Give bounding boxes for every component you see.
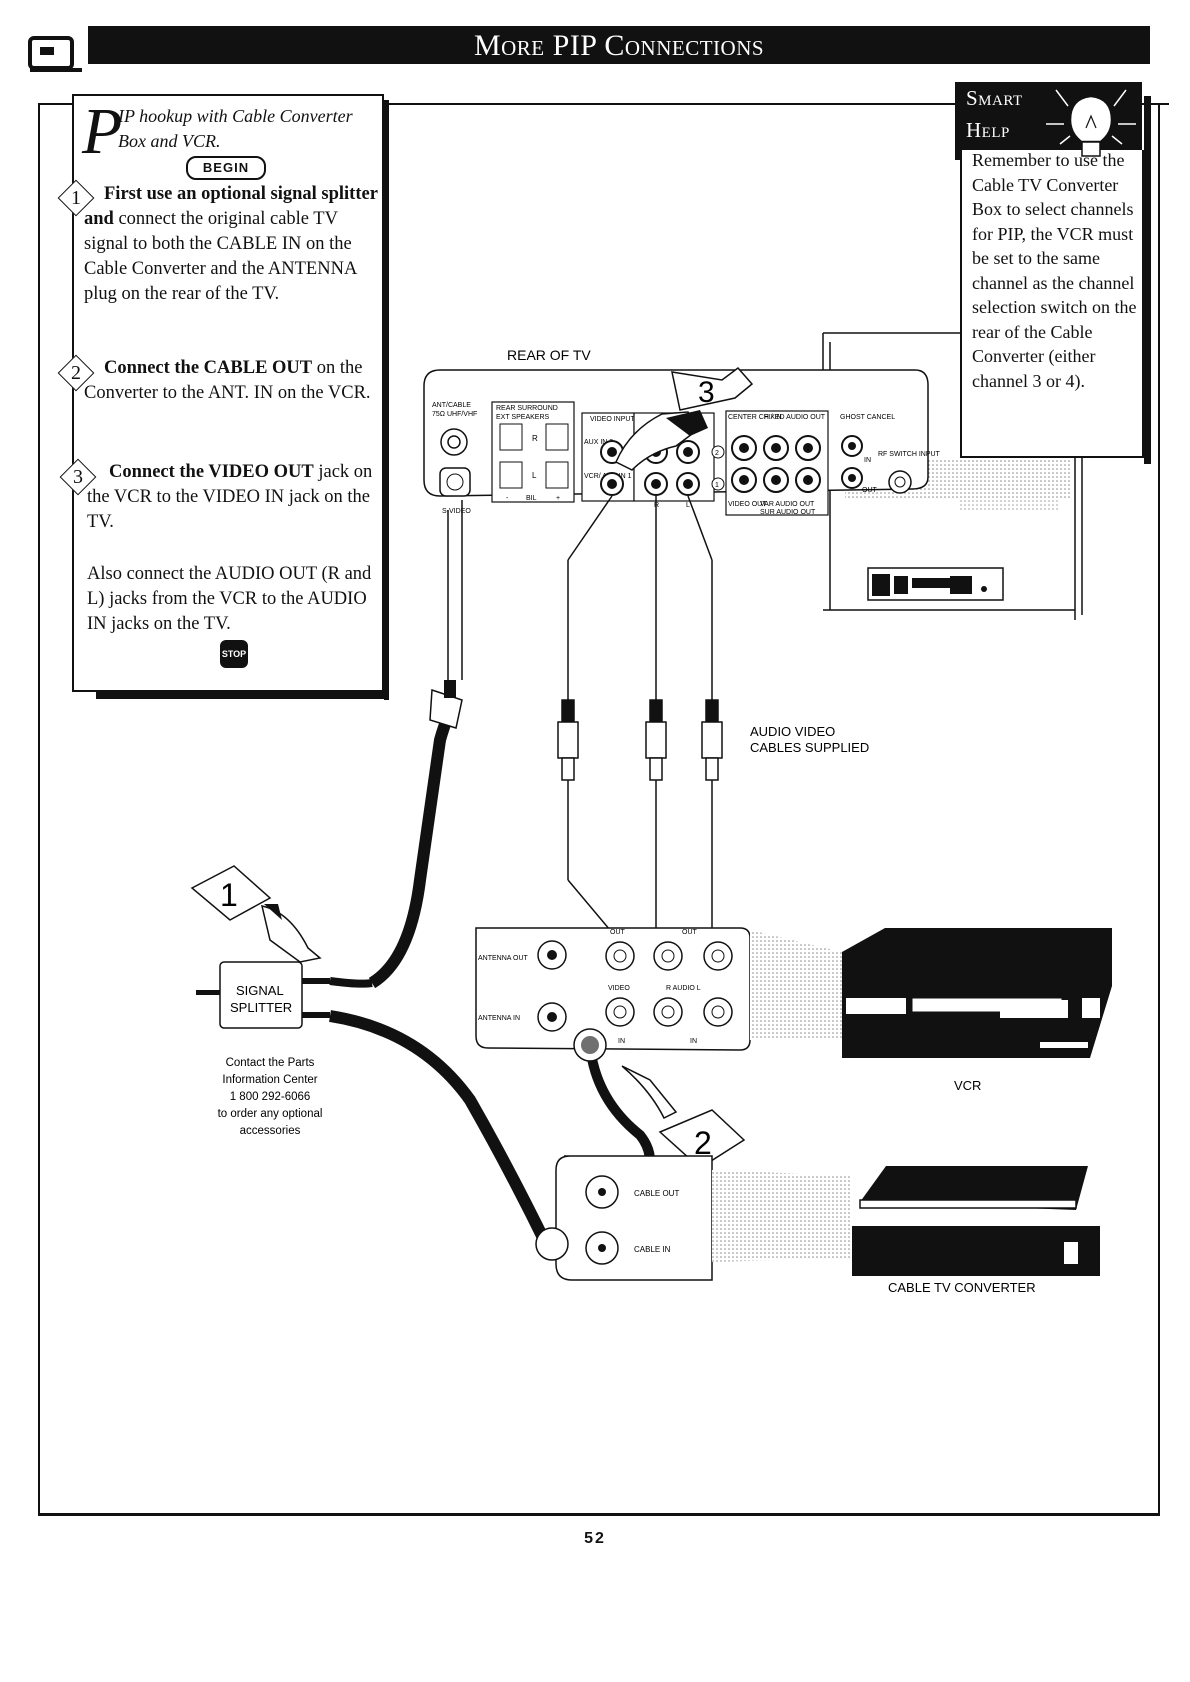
smart-help-text: Remember to use the Cable TV Converter B… (972, 150, 1137, 391)
page-title: More PIP Connections (473, 29, 765, 62)
instructions-shadow-bottom (96, 692, 389, 699)
stop-sign-icon: STOP (220, 640, 248, 668)
smart-help-title-line2: Help (966, 118, 1010, 142)
lightbulb-icon (1046, 89, 1136, 157)
svg-text:GHOST CANCEL: GHOST CANCEL (840, 414, 895, 421)
svg-text:FIXED AUDIO OUT: FIXED AUDIO OUT (764, 414, 826, 421)
svg-text:VIDEO OUT: VIDEO OUT (728, 501, 767, 508)
svg-text:CABLE IN: CABLE IN (634, 1245, 671, 1254)
tv-icon-base (30, 68, 82, 72)
svg-text:CENTER CH / IN: CENTER CH / IN (728, 414, 782, 421)
frame-right-rule (1158, 103, 1160, 1515)
step-1-text: First use an optional signal splitter an… (84, 184, 378, 304)
begin-badge: BEGIN (186, 156, 266, 180)
smart-help-header (955, 82, 1142, 160)
coax-cable-tv (368, 680, 463, 989)
svg-text:Contact the Parts: Contact the Parts (226, 1057, 315, 1069)
vcr-label: VCR (954, 1078, 981, 1093)
smart-help-shadow (1144, 96, 1151, 464)
svg-text:ANTENNA IN: ANTENNA IN (478, 1015, 520, 1022)
callout-2: 2 (621, 1065, 746, 1169)
step-3-number: 3 (73, 466, 83, 488)
svg-text:-: - (506, 495, 509, 502)
callout-1: 1 (190, 865, 322, 963)
cable-converter-illustration (852, 1166, 1100, 1276)
step-3-text: Connect the VIDEO OUT jack on the VCR to… (87, 462, 373, 532)
svg-text:+: + (556, 495, 560, 502)
svg-text:SIGNAL: SIGNAL (236, 983, 284, 998)
svg-text:VIDEO INPUT: VIDEO INPUT (590, 416, 635, 423)
smart-help-box (960, 150, 1144, 458)
svg-text:Information Center: Information Center (222, 1074, 317, 1086)
callout-3: 3 (615, 366, 754, 471)
svg-text:2: 2 (715, 450, 719, 457)
svg-text:OUT: OUT (610, 929, 626, 936)
vcr-illustration (842, 928, 1112, 1058)
svg-text:1 800 292-6066: 1 800 292-6066 (230, 1091, 311, 1103)
coax-cable-converter (329, 1010, 554, 1251)
step-1-number: 1 (71, 187, 81, 209)
av-cables-label-2: CABLES SUPPLIED (750, 740, 869, 755)
svg-text:accessories: accessories (240, 1125, 301, 1137)
signal-splitter: SIGNAL SPLITTER (196, 961, 330, 1029)
svg-text:REAR SURROUND: REAR SURROUND (496, 405, 558, 412)
page-number: 52 (584, 1530, 606, 1547)
tv-s-video-label: S-VIDEO (442, 508, 471, 515)
converter-coax-plug (535, 1227, 569, 1261)
smart-help-title-line1: Smart (966, 86, 1023, 110)
tv-ant-cable-label: ANT/CABLE (432, 402, 471, 409)
svg-text:CABLE OUT: CABLE OUT (634, 1189, 679, 1198)
converter-back-panel: CABLE OUT CABLE IN (555, 1155, 713, 1281)
svg-text:1: 1 (715, 482, 719, 489)
also-connect-text: Also connect the AUDIO OUT (R and L) jac… (87, 564, 372, 634)
av-plugs (557, 699, 723, 781)
svg-text:RF SWITCH INPUT: RF SWITCH INPUT (878, 451, 941, 458)
converter-projection-shading (712, 1170, 852, 1262)
frame-bottom-rule (38, 1513, 1160, 1516)
svg-text:OUT: OUT (862, 487, 878, 494)
instructions-box (72, 94, 384, 692)
svg-text:SUR AUDIO OUT: SUR AUDIO OUT (760, 509, 816, 516)
svg-text:2: 2 (694, 1125, 712, 1161)
svg-text:OUT: OUT (682, 929, 698, 936)
svg-text:BIL: BIL (526, 495, 537, 502)
tv-ohm-label: 75Ω UHF/VHF (432, 411, 477, 418)
svg-text:ANTENNA OUT: ANTENNA OUT (478, 955, 529, 962)
tv-front-controls (872, 574, 987, 596)
svg-text:1: 1 (220, 877, 238, 913)
svg-text:IN: IN (864, 457, 871, 464)
vcr-back-panel: ANTENNA OUT ANTENNA IN OUT OUT VIDEO R A… (475, 927, 751, 1051)
step-2-text: Connect the CABLE OUT on the Converter t… (84, 358, 371, 403)
cable-converter-label: CABLE TV CONVERTER (888, 1280, 1036, 1295)
vcr-projection-shading (750, 930, 842, 1040)
svg-text:AUX IN 2: AUX IN 2 (584, 439, 613, 446)
rear-of-tv-label: REAR OF TV (507, 347, 591, 363)
svg-text:IN: IN (618, 1038, 625, 1045)
svg-text:L: L (532, 471, 537, 480)
svg-text:3: 3 (698, 376, 715, 409)
svg-text:L: L (686, 502, 690, 509)
av-cables (447, 495, 713, 931)
contact-text: Contact the Parts Information Center 1 8… (218, 1057, 323, 1137)
svg-text:R: R (532, 434, 538, 443)
svg-text:SPLITTER: SPLITTER (230, 1000, 292, 1015)
step-2-number: 2 (71, 362, 81, 384)
av-cables-label-1: AUDIO VIDEO (750, 724, 835, 739)
svg-text:IN: IN (690, 1038, 697, 1045)
frame-top-rule (38, 103, 1169, 105)
svg-text:to order any optional: to order any optional (218, 1108, 323, 1120)
frame-left-rule (38, 103, 40, 1515)
intro-drop-cap: P (82, 95, 123, 168)
tv-cabinet (822, 332, 1083, 620)
svg-text:VIDEO: VIDEO (608, 985, 630, 992)
svg-text:R AUDIO L: R AUDIO L (666, 985, 701, 992)
intro-text: IP hookup with Cable Converter Box and V… (118, 106, 353, 151)
header-bar (88, 26, 1150, 64)
instructions-shadow-right (384, 100, 389, 700)
svg-text:VAR AUDIO OUT: VAR AUDIO OUT (760, 501, 815, 508)
svg-text:EXT SPEAKERS: EXT SPEAKERS (496, 414, 550, 421)
tv-output-block (725, 410, 829, 516)
